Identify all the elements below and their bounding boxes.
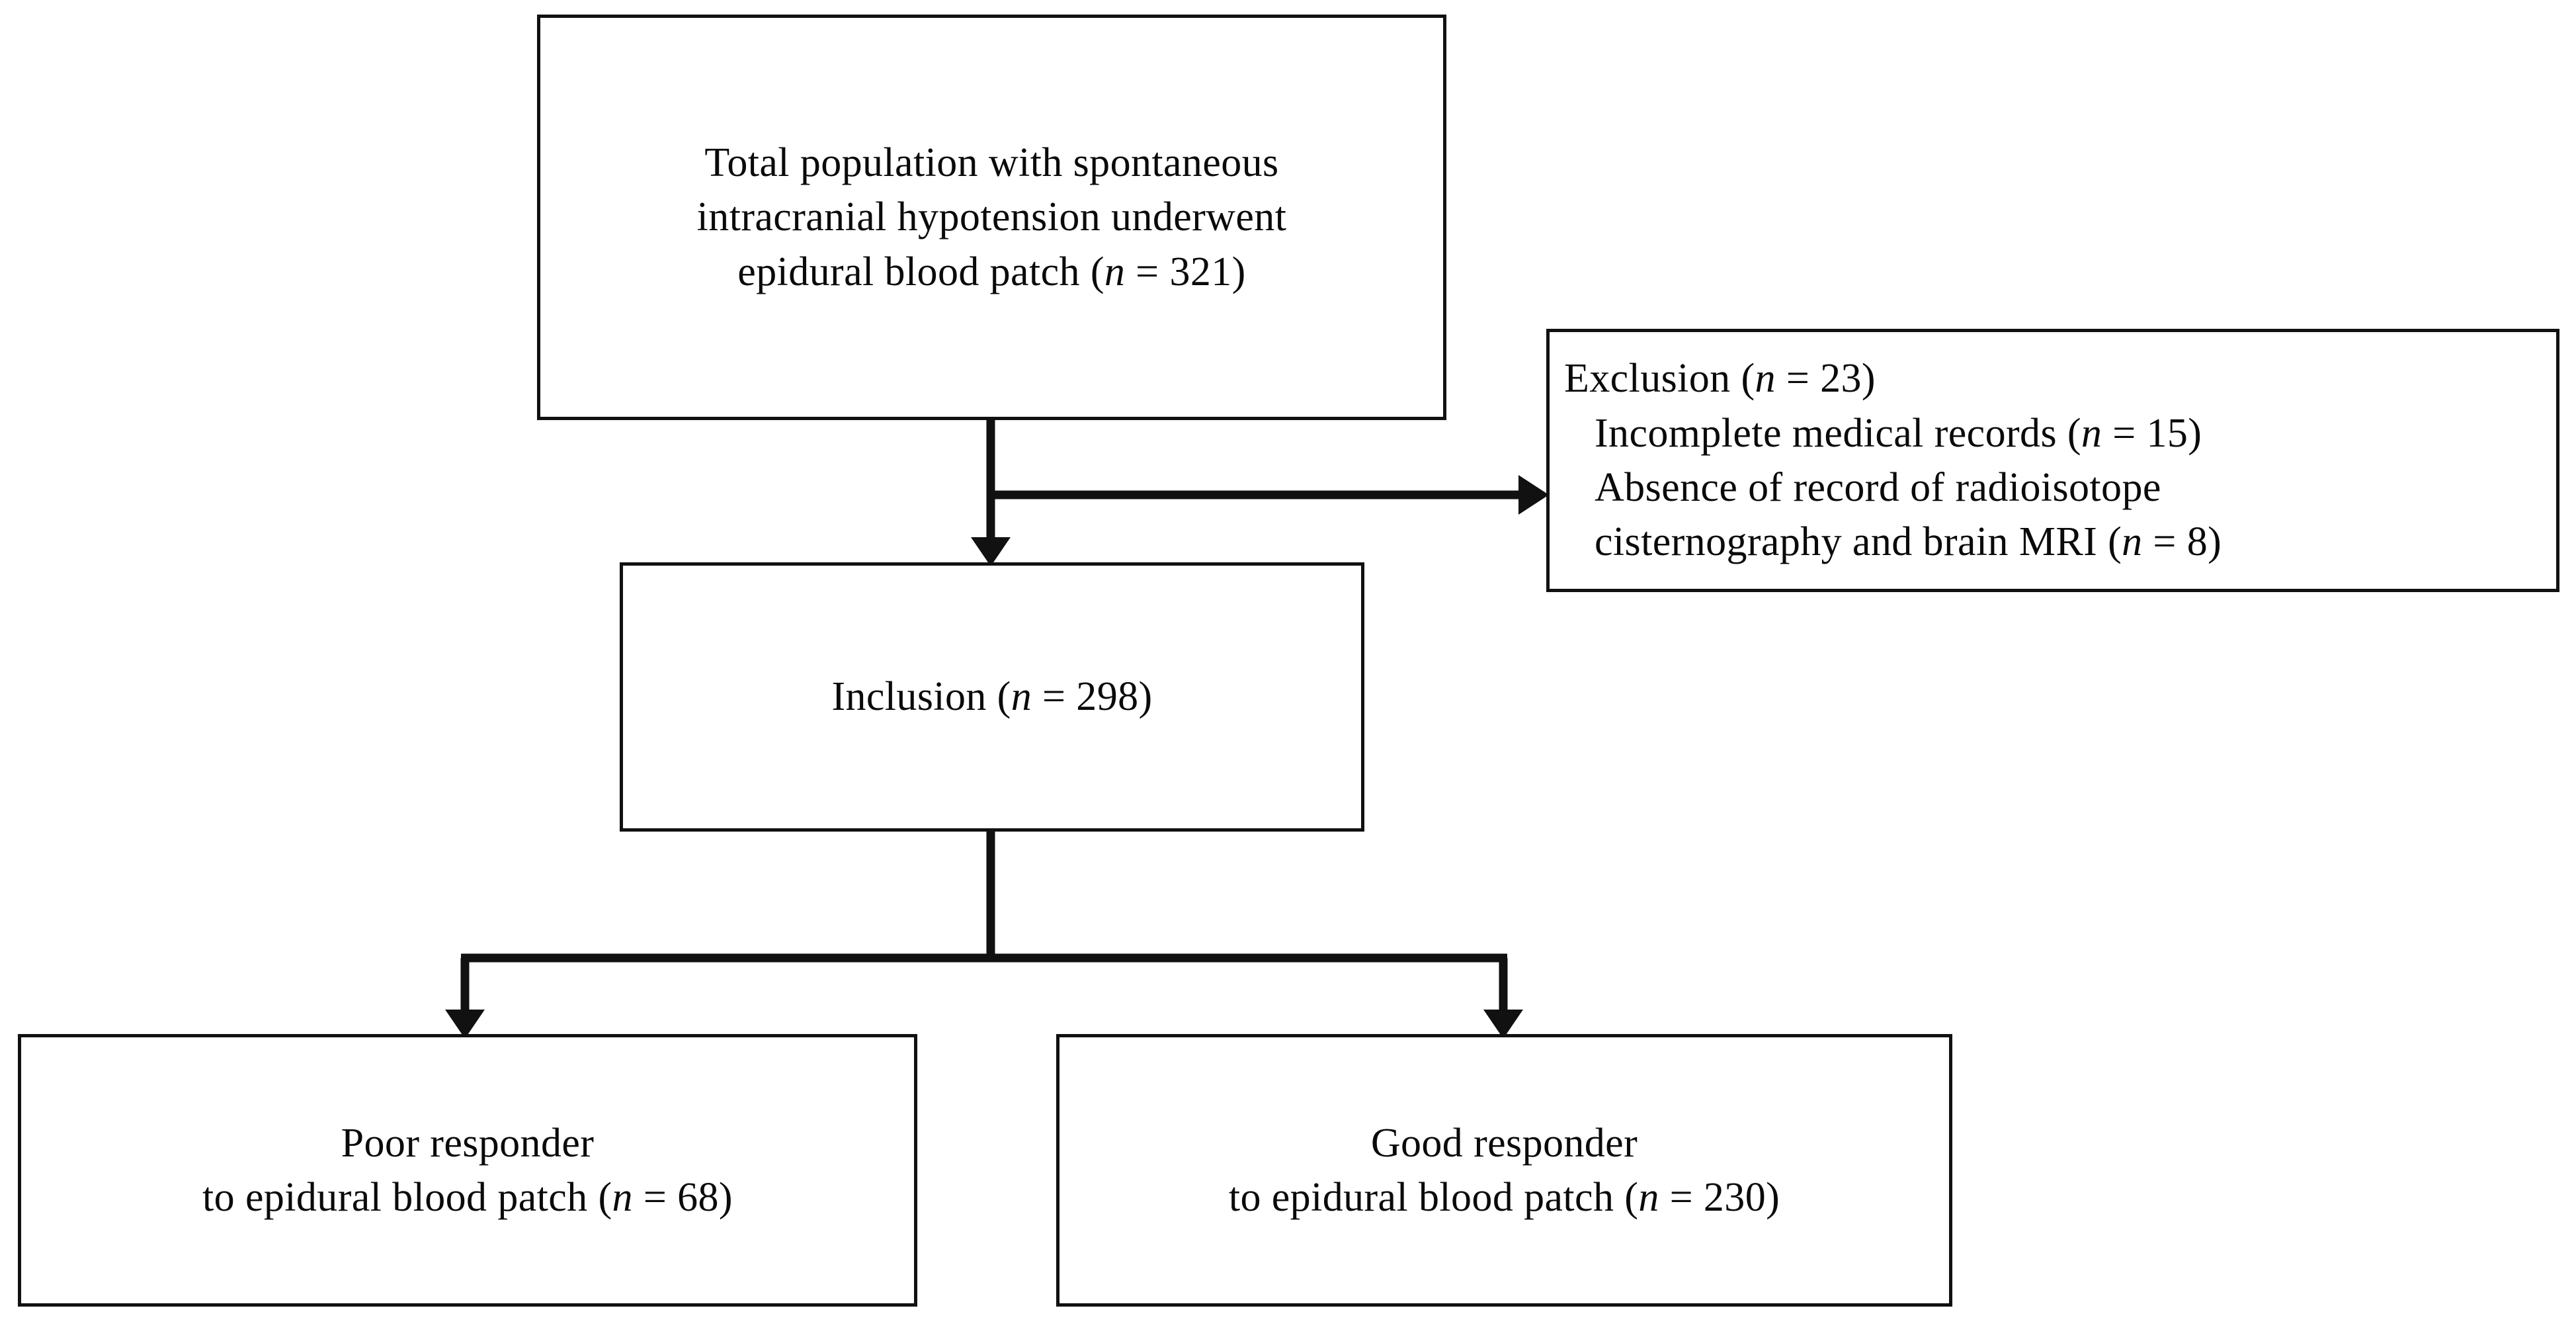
poor-line-2-prefix: to epidural blood patch ( (202, 1175, 612, 1220)
total-line-2: intracranial hypotension underwent (696, 195, 1287, 240)
inclusion-n-symbol: n (1011, 674, 1032, 720)
exclusion-item-incomplete-records: Incomplete medical records (n = 15) (1564, 406, 2222, 460)
exclusion-line-4-prefix: cisternography and brain MRI ( (1595, 519, 2122, 565)
exclusion-line-1-prefix: Exclusion ( (1564, 356, 1755, 402)
exclusion-item-absent-imaging-line-2: cisternography and brain MRI (n = 8) (1564, 515, 2222, 569)
inclusion-line-1-prefix: Inclusion ( (831, 674, 1011, 720)
exclusion-n-symbol-records: n (2081, 410, 2102, 456)
edge-total-to-exclusion (991, 475, 1549, 515)
node-poor-responder-text: Poor responder to epidural blood patch (… (202, 1116, 733, 1225)
poor-n-symbol: n (612, 1175, 633, 1220)
good-line-2-prefix: to epidural blood patch ( (1228, 1175, 1639, 1220)
total-line-3-suffix: = 321) (1125, 249, 1246, 294)
exclusion-n-symbol-imaging: n (2122, 519, 2143, 565)
node-exclusion-text: Exclusion (n = 23) Incomplete medical re… (1564, 351, 2222, 570)
edge-inclusion-split (445, 832, 1523, 1039)
good-line-1: Good responder (1370, 1120, 1638, 1166)
node-total-population-text: Total population with spontaneous intrac… (697, 136, 1287, 299)
inclusion-line-1-suffix: = 298) (1032, 674, 1153, 720)
node-good-responder: Good responder to epidural blood patch (… (1056, 1034, 1952, 1307)
node-poor-responder: Poor responder to epidural blood patch (… (18, 1034, 917, 1307)
poor-line-2-suffix: = 68) (632, 1175, 733, 1220)
node-exclusion: Exclusion (n = 23) Incomplete medical re… (1546, 329, 2559, 592)
poor-line-1: Poor responder (341, 1120, 595, 1166)
total-n-symbol: n (1104, 249, 1126, 294)
node-inclusion-text: Inclusion (n = 298) (831, 670, 1152, 724)
good-line-2-suffix: = 230) (1659, 1175, 1780, 1220)
total-line-1: Total population with spontaneous (704, 140, 1279, 185)
exclusion-line-2-prefix: Incomplete medical records ( (1595, 410, 2081, 456)
good-n-symbol: n (1638, 1175, 1659, 1220)
node-good-responder-text: Good responder to epidural blood patch (… (1229, 1116, 1780, 1225)
node-total-population: Total population with spontaneous intrac… (537, 15, 1446, 420)
exclusion-n-symbol-total: n (1755, 356, 1776, 402)
node-inclusion: Inclusion (n = 298) (620, 562, 1364, 832)
exclusion-line-2-suffix: = 15) (2102, 410, 2202, 456)
exclusion-line-4-suffix: = 8) (2142, 519, 2222, 565)
total-line-3-prefix: epidural blood patch ( (737, 249, 1104, 294)
exclusion-line-1-suffix: = 23) (1775, 356, 1876, 402)
edge-total-to-inclusion (971, 419, 1011, 566)
exclusion-item-absent-imaging-line-1: Absence of record of radioisotope (1595, 465, 2161, 510)
